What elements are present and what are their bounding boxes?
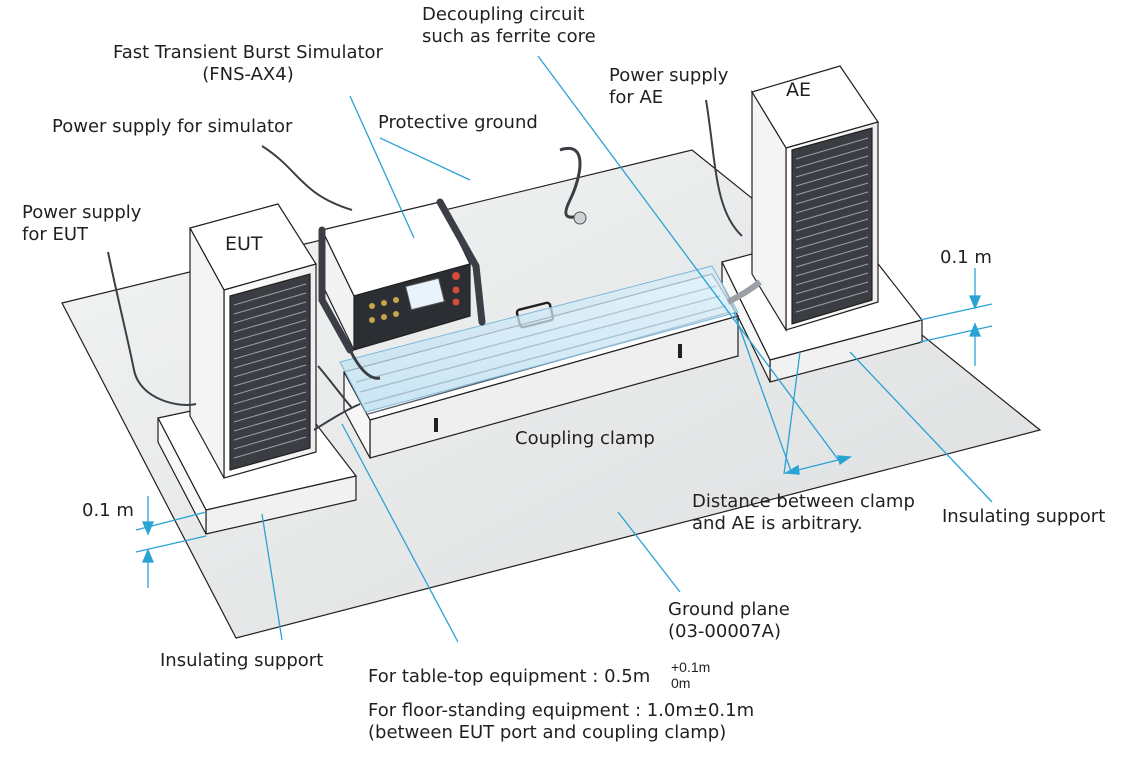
ground-cable — [559, 146, 582, 219]
insulating-support-left-label: Insulating support — [160, 650, 324, 671]
coupling-clamp-cover — [339, 265, 739, 413]
eut-to-clamp-cable-2 — [313, 403, 361, 431]
simulator-knobs — [452, 272, 460, 306]
clamp-to-ae-cable — [726, 279, 762, 305]
ae-rack — [751, 65, 879, 333]
height-right-label: 0.1 m — [940, 247, 992, 268]
power-supply-ae-label: Power supply for AE — [609, 65, 729, 108]
power-cable-eut — [107, 251, 197, 406]
simulator-screen — [404, 277, 446, 311]
simulator-to-clamp-cable — [348, 349, 381, 380]
eut-to-clamp-cable — [317, 365, 353, 409]
leader-lines — [261, 55, 993, 643]
simulator-handles — [318, 198, 486, 354]
floor-standing-distance-label: For floor-standing equipment : 1.0m±0.1m — [368, 700, 755, 721]
eut-rack — [189, 203, 317, 479]
ground-plane-label: Ground plane (03-00007A) — [668, 599, 790, 642]
protective-ground-label: Protective ground — [378, 112, 538, 133]
eut-rack-slots — [233, 283, 307, 459]
tabletop-tolerance-upper: +0.1m — [671, 659, 711, 675]
floor-standing-note-label: (between EUT port and coupling clamp) — [368, 722, 727, 743]
eut-label: EUT — [225, 233, 263, 255]
height-dimension-right — [919, 268, 993, 366]
distance-note-label: Distance between clamp and AE is arbitra… — [692, 491, 915, 534]
height-dimension-left — [135, 496, 207, 588]
ae-label: AE — [786, 79, 812, 101]
simulator-connectors — [369, 297, 399, 323]
tabletop-distance-label: For table-top equipment : 0.5m — [368, 666, 651, 687]
power-cable-ae — [705, 99, 743, 237]
insulating-support-right-label: Insulating support — [942, 506, 1106, 527]
simulator-label: Fast Transient Burst Simulator (FNS-AX4) — [113, 42, 383, 85]
distance-arrow — [783, 455, 852, 475]
cables — [107, 99, 762, 431]
power-cable-simulator — [261, 145, 353, 211]
decoupling-circuit-label: Decoupling circuit such as ferrite core — [422, 4, 596, 47]
power-supply-eut-label: Power supply for EUT — [22, 202, 142, 245]
power-supply-simulator-label: Power supply for simulator — [52, 116, 293, 137]
height-left-label: 0.1 m — [82, 500, 134, 521]
tabletop-tolerance-lower: 0m — [671, 675, 691, 691]
ae-rack-slots — [795, 137, 869, 313]
coupling-clamp-label: Coupling clamp — [515, 428, 655, 449]
ground-terminal — [573, 211, 587, 225]
